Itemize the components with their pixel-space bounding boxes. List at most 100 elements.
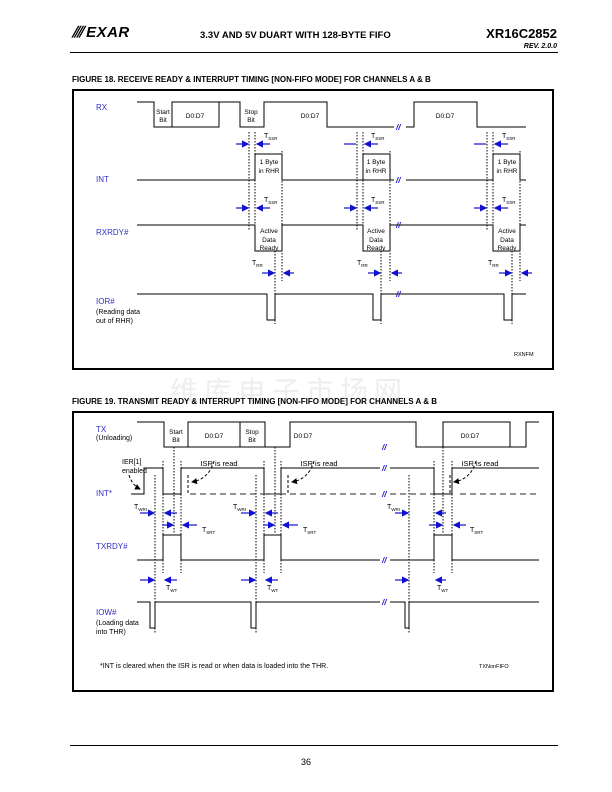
active-data-ready-label-3: Ready	[367, 245, 387, 252]
tsrt-label: TSRT	[202, 527, 215, 535]
active-data-ready-label-2: Data	[500, 237, 514, 244]
timing-guides	[154, 447, 453, 633]
figure-18-caption: FIGURE 18. RECEIVE READY & INTERRUPT TIM…	[72, 75, 431, 84]
break-mark: //	[381, 490, 387, 499]
ier-label-2: enabled	[122, 468, 147, 475]
timing-arrows	[140, 509, 466, 584]
tssr-label: TSSR	[264, 133, 278, 141]
tssr-label: TSSR	[371, 197, 385, 205]
figure-18-box: RX INT RXRDY# IOR# (Reading data out of …	[72, 89, 554, 370]
break-mark: //	[395, 176, 401, 185]
figure-19-caption: FIGURE 19. TRANSMIT READY & INTERRUPT TI…	[72, 397, 438, 406]
exar-logo: ⫽⫽ EXAR	[72, 24, 130, 41]
tssr-label: TSSR	[264, 197, 278, 205]
timing-guides	[248, 132, 521, 324]
page-number: 36	[300, 757, 311, 767]
stop-bit-label-2: Bit	[248, 437, 256, 444]
data-label-3: D0:D7	[436, 113, 455, 120]
ior-note-1: (Reading data	[96, 309, 140, 316]
tsrt-label: TSRT	[303, 527, 316, 535]
rx-waveform	[137, 101, 526, 128]
start-bit-label: Start	[156, 109, 170, 116]
twri-label: TWRI	[134, 504, 147, 512]
iow-note-2: into THR)	[96, 629, 126, 636]
ior-note-2: out of RHR)	[96, 318, 133, 325]
tx-note: (Unloading)	[96, 435, 132, 442]
byte-in-rhr-label: 1 Byte	[260, 159, 279, 166]
twri-label: TWRI	[387, 504, 400, 512]
tssr-label: TSSR	[502, 197, 516, 205]
header-rule	[70, 52, 558, 53]
ior-label: IOR#	[96, 297, 115, 306]
trr-label: TRR	[252, 260, 264, 268]
tx-label: TX	[96, 425, 107, 434]
break-mark: //	[395, 221, 401, 230]
byte-in-rhr-label: 1 Byte	[498, 159, 517, 166]
txrdy-waveform	[137, 534, 539, 561]
active-data-ready-label-3: Ready	[260, 245, 280, 252]
isr-read-label: ISR is read	[461, 459, 498, 468]
int-label: INT*	[96, 489, 112, 498]
trr-label: TRR	[357, 260, 369, 268]
part-number: XR16C2852	[486, 26, 557, 41]
data-label-1: D0:D7	[186, 113, 205, 120]
figure-19-tag: TXNonFIFO	[479, 664, 509, 670]
rxrdy-label: RXRDY#	[96, 228, 129, 237]
isr-read-markers	[128, 460, 477, 493]
ior-waveform	[137, 293, 526, 321]
active-data-ready-label: Active	[367, 228, 385, 235]
active-data-ready-label-3: Ready	[498, 245, 518, 252]
rxrdy-waveform	[137, 224, 526, 252]
rx-label: RX	[96, 103, 108, 112]
timing-arrows	[236, 140, 532, 277]
break-mark: //	[395, 123, 401, 132]
figure-19-diagram: TX INT* TXRDY# IOW# (Unloading) IER[1] e…	[96, 421, 539, 670]
data-label-2: D0:D7	[301, 113, 320, 120]
twt-label: TWT	[166, 585, 178, 593]
byte-in-rhr-label-2: in RHR	[497, 168, 518, 175]
int-waveform	[137, 153, 526, 181]
tssr-label: TSSR	[502, 133, 516, 141]
active-data-ready-label: Active	[498, 228, 516, 235]
txrdy-label: TXRDY#	[96, 542, 128, 551]
tssr-label: TSSR	[371, 133, 385, 141]
int-waveform	[131, 467, 539, 495]
break-mark: //	[381, 556, 387, 565]
twt-label: TWT	[437, 585, 449, 593]
data-label-1: D0:D7	[205, 433, 224, 440]
byte-in-rhr-label-2: in RHR	[259, 168, 280, 175]
watermark: 维库电子市场网	[170, 375, 409, 408]
start-bit-label: Start	[169, 429, 183, 436]
logo-mark-icon: ⫽⫽	[72, 24, 83, 41]
document-title: 3.3V AND 5V DUART WITH 128-BYTE FIFO	[200, 30, 391, 41]
active-data-ready-label: Active	[260, 228, 278, 235]
twri-label: TWRI	[233, 504, 246, 512]
break-mark: //	[381, 443, 387, 452]
iow-label: IOW#	[96, 608, 117, 617]
active-data-ready-label-2: Data	[369, 237, 383, 244]
stop-bit-label: Stop	[244, 109, 258, 116]
data-label-2: D0:D7	[294, 433, 313, 440]
break-mark: //	[395, 290, 401, 299]
break-mark: //	[381, 598, 387, 607]
figure-18-tag: RXNFM	[514, 352, 534, 358]
isr-read-label: ISR is read	[300, 459, 337, 468]
figure-18-diagram: RX INT RXRDY# IOR# (Reading data out of …	[96, 101, 534, 358]
footer-rule	[70, 745, 558, 746]
byte-in-rhr-label-2: in RHR	[366, 168, 387, 175]
start-bit-label-2: Bit	[159, 117, 167, 124]
iow-note-1: (Loading data	[96, 620, 139, 627]
stop-bit-label: Stop	[245, 429, 259, 436]
tx-waveform	[137, 421, 539, 448]
data-label-3: D0:D7	[461, 433, 480, 440]
iow-waveform	[137, 601, 539, 629]
twt-label: TWT	[267, 585, 279, 593]
active-data-ready-label-2: Data	[262, 237, 276, 244]
stop-bit-label-2: Bit	[247, 117, 255, 124]
revision: REV. 2.0.0	[523, 43, 557, 50]
tsrt-label: TSRT	[470, 527, 483, 535]
start-bit-label-2: Bit	[172, 437, 180, 444]
ier-label: IER[1]	[122, 459, 142, 466]
figure-19-box: TX INT* TXRDY# IOW# (Unloading) IER[1] e…	[72, 411, 554, 692]
isr-read-label: ISR is read	[200, 459, 237, 468]
